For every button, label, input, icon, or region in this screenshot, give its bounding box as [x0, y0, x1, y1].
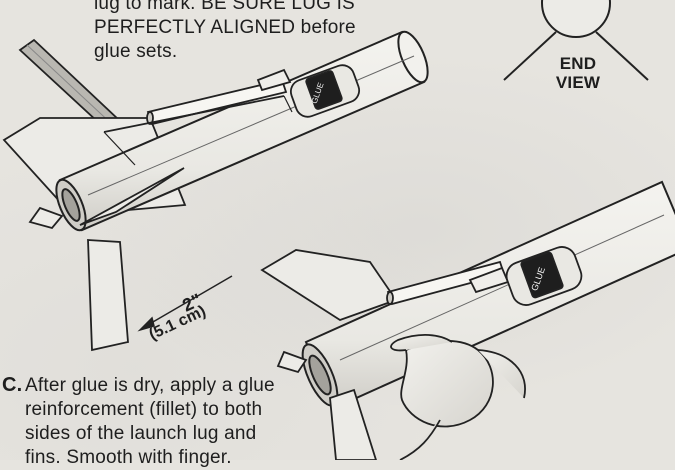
- upper-glue-bottle: GLUE: [256, 64, 361, 118]
- top-instruction-line: glue sets.: [94, 41, 178, 62]
- top-instruction: lug to mark. BE SURE LUG IS PERFECTLY AL…: [94, 0, 424, 64]
- step-c-instruction: After glue is dry, apply a glue reinforc…: [25, 374, 325, 470]
- top-instruction-line: PERFECTLY ALIGNED before: [94, 17, 356, 38]
- hand-finger: [390, 334, 526, 460]
- end-view-line: VIEW: [555, 73, 601, 92]
- end-view-diagram: [503, 0, 649, 81]
- upper-front-fin: [28, 167, 185, 352]
- instruction-illustration: GLUE GLUE 2" (5.1 cm): [2, 0, 675, 460]
- step-c-line: sides of the launch lug and: [25, 423, 257, 444]
- lower-front-fin: [276, 350, 377, 460]
- step-c-line: fins. Smooth with finger.: [25, 447, 232, 468]
- step-c-letter: C.: [2, 374, 23, 396]
- top-instruction-line: lug to mark. BE SURE LUG IS: [94, 0, 355, 14]
- end-view-label: END VIEW: [538, 54, 618, 92]
- lower-body-tube: [301, 180, 675, 410]
- dimension-callout: 2" (5.1 cm): [137, 275, 233, 344]
- step-c-line: After glue is dry, apply a glue: [25, 375, 275, 396]
- dimension-metric: (5.1 cm): [147, 303, 209, 344]
- upper-launch-lug: [103, 78, 293, 166]
- lower-glue-bottle: GLUE: [468, 246, 583, 306]
- step-c-line: reinforcement (fillet) to both: [25, 399, 263, 420]
- lower-back-fin: [260, 249, 398, 321]
- end-view-line: END: [559, 54, 597, 73]
